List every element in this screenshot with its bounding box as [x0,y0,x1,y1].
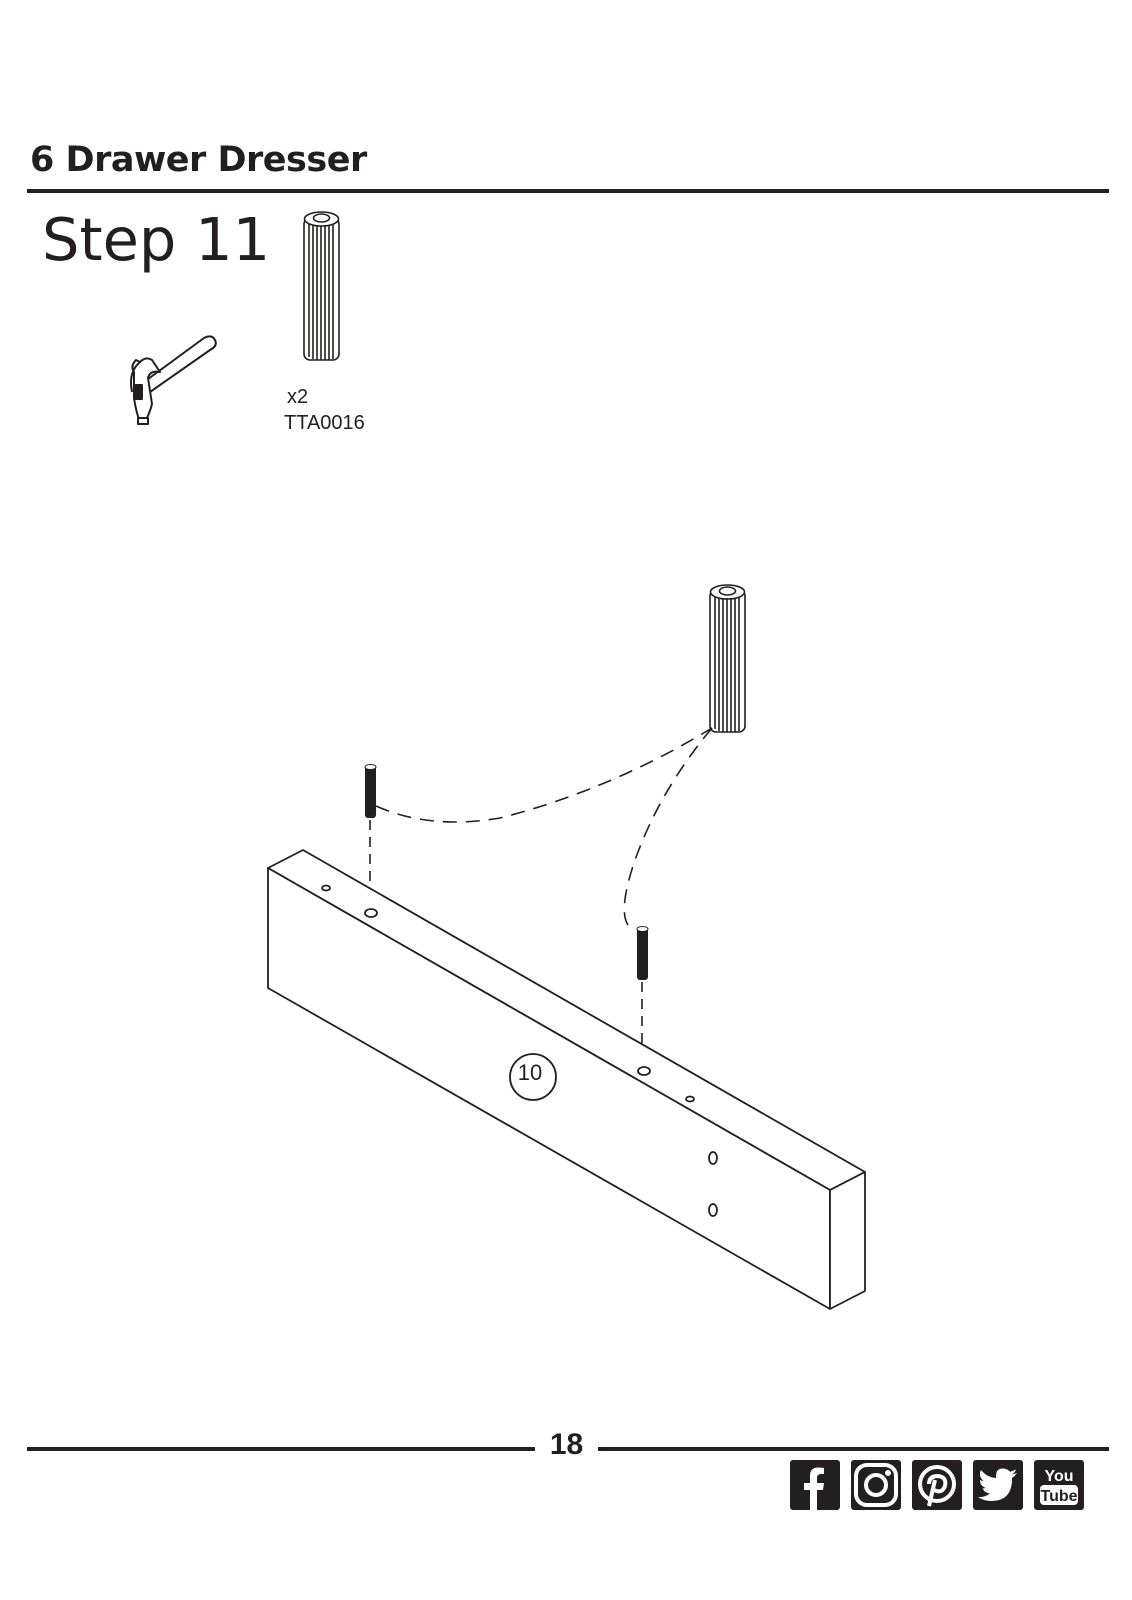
youtube-you-text: You [1044,1468,1073,1485]
panel-number-label: 10 [507,1060,553,1086]
panel-10 [268,850,865,1309]
footer-rule-left [27,1447,535,1451]
instagram-icon[interactable] [851,1460,901,1510]
youtube-icon[interactable]: You Tube [1034,1460,1084,1510]
dowel-part-icon [304,212,339,360]
dowel-small-right [637,927,648,981]
hammer-icon [131,336,216,424]
dowel-enlarged [710,585,745,732]
footer-rule-right [598,1447,1109,1451]
dowel-part-code: TTA0016 [284,412,365,435]
facebook-icon[interactable] [790,1460,840,1510]
youtube-tube-text: Tube [1040,1488,1077,1505]
pinterest-icon[interactable] [912,1460,962,1510]
page-number: 18 [535,1428,598,1462]
twitter-icon[interactable] [973,1460,1023,1510]
dowel-quantity: x2 [287,386,308,409]
dowel-small-left [365,765,376,819]
